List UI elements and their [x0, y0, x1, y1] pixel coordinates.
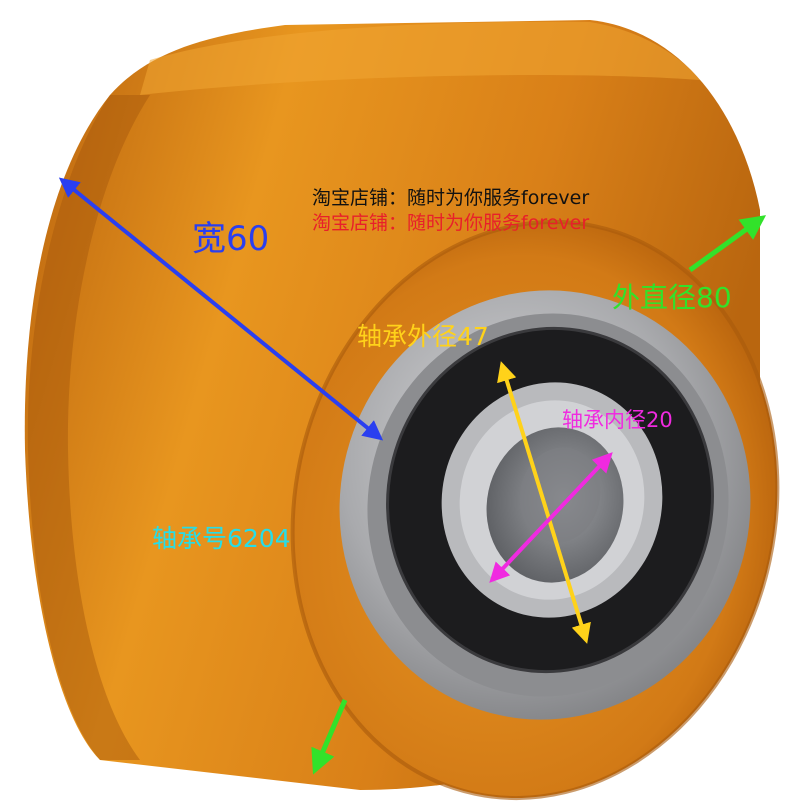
- width-label: 宽60: [192, 219, 270, 259]
- bearing-number-label: 轴承号6204: [152, 524, 291, 553]
- outer-diameter-arrow-top: [688, 215, 767, 273]
- outer-diameter-label: 外直径80: [612, 281, 732, 314]
- width-arrow: [58, 177, 384, 441]
- bearing-outer-diameter-label: 轴承外径47: [357, 322, 489, 351]
- outer-diameter-arrow-bottom: [311, 699, 348, 775]
- bearing-inner-diameter-label: 轴承内径20: [562, 408, 673, 432]
- shop-notice-line-2: 淘宝店铺：随时为你服务forever: [312, 212, 590, 234]
- shop-notice-line-1: 淘宝店铺：随时为你服务forever: [312, 187, 590, 209]
- bearing-inner-diameter-arrow: [489, 452, 613, 583]
